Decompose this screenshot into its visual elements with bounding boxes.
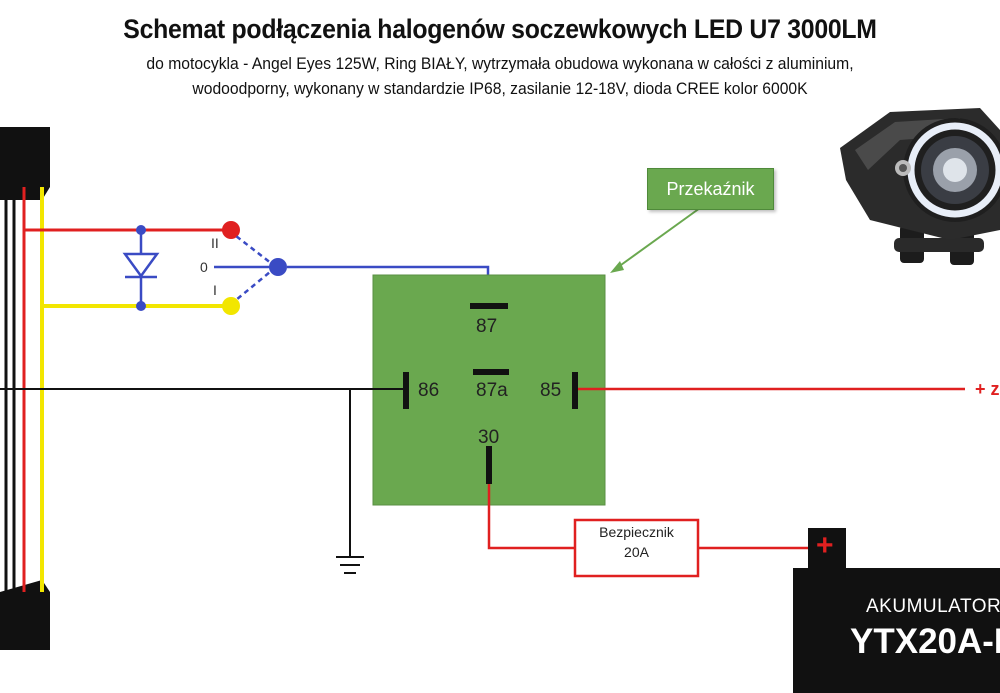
wire-red-30-fuse (487, 484, 575, 550)
relay-label-86: 86 (418, 380, 440, 401)
relay-label-87: 87 (476, 316, 498, 337)
battery-terminal (808, 528, 846, 568)
diagram-subtitle-line1: do motocykla - Angel Eyes 125W, Ring BIA… (146, 55, 854, 73)
switch-label-0: 0 (200, 259, 208, 275)
switch-contact-ii (222, 221, 240, 239)
switch-lever-i-dashed (235, 266, 277, 301)
relay-label-87a: 87a (476, 380, 508, 401)
fuse-label: Bezpiecznik 20A (575, 522, 698, 562)
relay-label-85: 85 (540, 380, 562, 401)
relay-pin-85 (572, 372, 578, 409)
switch-label-i: I (213, 282, 217, 298)
callout-arrow-head (610, 261, 624, 273)
battery-body (793, 568, 1000, 693)
ground-symbol-icon (336, 556, 364, 574)
led-headlight-photo-icon (840, 108, 1000, 265)
connector-top-block (0, 127, 50, 187)
diode-junction-top (136, 225, 146, 235)
diagram-subtitle-line2: wodoodporny, wykonany w standardzie IP68… (192, 80, 808, 98)
relay-pin-87a (473, 369, 509, 375)
battery-model: YTX20A-B (850, 622, 1000, 661)
fuse-label-name: Bezpiecznik (599, 524, 674, 540)
switch-contact-i (222, 297, 240, 315)
fuse-label-rating: 20A (624, 544, 649, 560)
supply-label-text: + z (975, 379, 1000, 399)
relay-callout-box: Przekaźnik (647, 168, 774, 210)
relay-pin-30 (486, 446, 492, 484)
diode-junction-bottom (136, 301, 146, 311)
relay-pin-86 (403, 372, 409, 409)
switch-label-ii: II (211, 235, 219, 251)
battery-name: AKUMULATOR (866, 596, 1000, 617)
supply-label: + z (975, 379, 1000, 400)
callout-arrow-line (613, 207, 701, 271)
battery-plus-sign: + (816, 529, 834, 562)
relay-label-30: 30 (478, 427, 500, 448)
diode-icon (122, 252, 160, 279)
switch-common (269, 258, 287, 276)
connector-bottom-block (0, 592, 50, 650)
switch-icon (214, 221, 287, 315)
fuse-box (573, 518, 700, 578)
diagram-title: Schemat podłączenia halogenów soczewkowy… (123, 14, 877, 44)
relay-pin-87 (470, 303, 508, 309)
switch-lever-ii-dashed (235, 235, 277, 268)
